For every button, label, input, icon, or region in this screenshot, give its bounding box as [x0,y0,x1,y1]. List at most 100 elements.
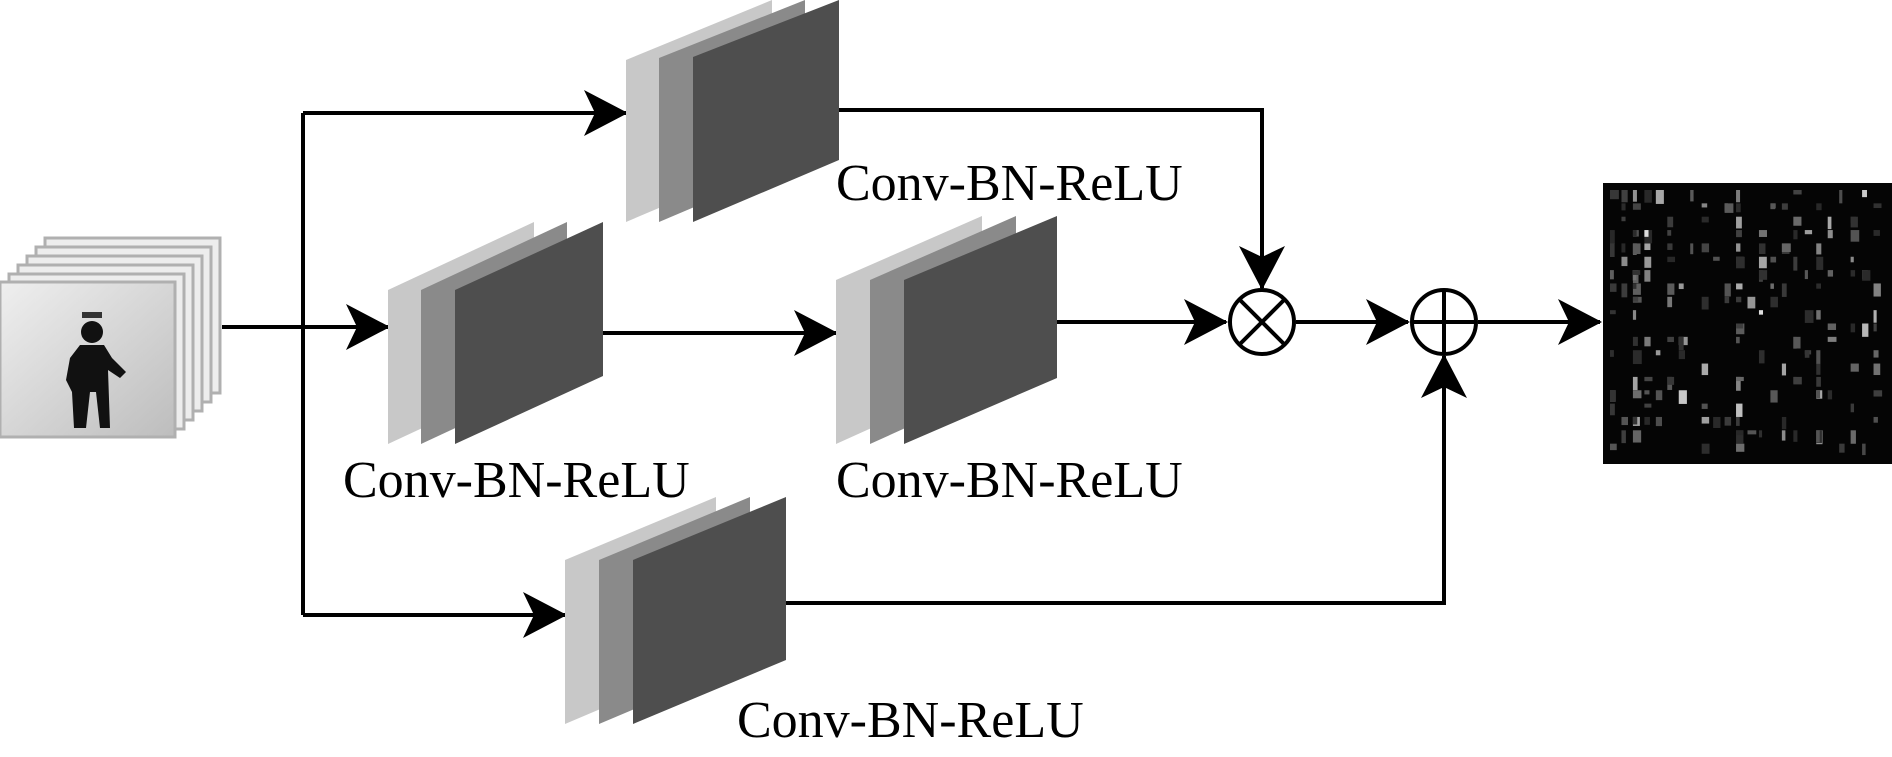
feature-speck [1724,203,1734,213]
feature-speck [1678,350,1686,360]
feature-speck [1804,310,1814,323]
feature-speck [1701,243,1710,253]
feature-speck [1781,363,1787,376]
feature-speck [1793,336,1801,349]
feature-speck [1793,230,1798,240]
feature-speck [1804,230,1813,235]
feature-speck [1621,216,1626,222]
feature-speck [1827,230,1833,239]
feature-speck [1873,323,1877,332]
feature-speck [1678,390,1687,404]
feature-speck [1816,390,1821,399]
conv-block-middle-right-label: Conv-BN-ReLU [836,452,1183,509]
feature-speck [1873,283,1881,297]
feature-speck [1873,390,1883,397]
feature-speck [1632,230,1637,236]
feature-speck [1724,296,1730,304]
feature-speck [1873,416,1878,423]
feature-speck [1610,243,1615,258]
feature-speck [1873,310,1877,323]
feature-speck [1736,243,1741,252]
feature-speck [1758,256,1767,269]
feature-speck [1816,203,1822,211]
feature-speck [1736,376,1741,391]
feature-speck [1816,376,1821,387]
feature-speck [1632,296,1639,302]
feature-speck [1781,416,1787,430]
conv-block-bottom: Conv-BN-ReLU [565,497,1084,749]
conv-block-middle-left-label: Conv-BN-ReLU [343,452,690,509]
feature-speck [1862,323,1869,337]
feature-speck [1644,190,1652,203]
feature-speck [1758,243,1766,255]
feature-speck [1621,256,1628,267]
input-frame [0,280,177,439]
feature-speck [1701,416,1710,424]
feature-speck [1747,296,1756,309]
feature-speck [1736,336,1740,344]
feature-speck [1736,416,1740,426]
feature-speck [1816,243,1822,255]
feature-speck [1644,256,1652,268]
feature-speck [1644,390,1650,395]
feature-speck [1736,403,1743,417]
feature-speck [1632,430,1642,443]
feature-speck [1621,283,1628,298]
feature-speck [1736,430,1744,444]
feature-speck [1781,283,1787,297]
feature-speck [1690,243,1694,255]
conv-block-bottom-label: Conv-BN-ReLU [737,692,1084,749]
feature-speck [1667,216,1674,228]
feature-speck [1850,270,1856,277]
feature-speck [1655,190,1664,204]
feature-speck [1816,430,1820,443]
feature-speck [1736,376,1744,382]
feature-speck [1667,256,1676,263]
feature-speck [1621,203,1626,211]
feature-speck [1644,376,1653,382]
feature-speck [1850,363,1859,372]
feature-speck [1793,256,1798,271]
feature-speck [1701,363,1709,376]
feature-speck [1850,403,1855,413]
feature-speck [1736,430,1743,436]
feature-speck [1667,230,1672,236]
feature-speck [1667,336,1674,343]
feature-speck [1713,416,1721,429]
feature-speck [1632,190,1637,202]
feature-speck [1862,190,1867,198]
feature-speck [1632,270,1637,281]
feature-speck [1770,296,1778,308]
feature-speck [1610,270,1614,280]
feature-speck [1850,230,1860,242]
feature-speck [1632,310,1637,320]
feature-speck [1632,270,1641,275]
feature-speck [1610,403,1615,416]
feature-speck [1713,256,1720,261]
feature-speck [1644,336,1651,347]
feature-speck [1816,256,1824,270]
feature-speck [1770,256,1777,263]
multiply-operator [1228,288,1296,356]
feature-speck [1621,416,1628,426]
feature-speck [1632,350,1642,365]
conv-block-top-label: Conv-BN-ReLU [836,155,1183,212]
feature-speck [1839,443,1845,453]
feature-speck [1610,350,1614,357]
feature-speck [1770,203,1776,210]
feature-speck [1690,190,1694,202]
connections [222,90,1602,638]
feature-speck [1758,350,1765,364]
feature-speck [1632,376,1638,391]
feature-speck [1724,416,1732,426]
feature-speck [1644,416,1650,425]
feature-speck [1827,390,1833,400]
feature-speck [1850,216,1858,228]
feature-speck [1736,283,1743,290]
feature-speck [1610,390,1616,402]
conv-block-top: Conv-BN-ReLU [626,0,1183,222]
feature-speck [1632,416,1638,425]
feature-speck [1736,296,1742,303]
feature-speck [1736,203,1741,213]
